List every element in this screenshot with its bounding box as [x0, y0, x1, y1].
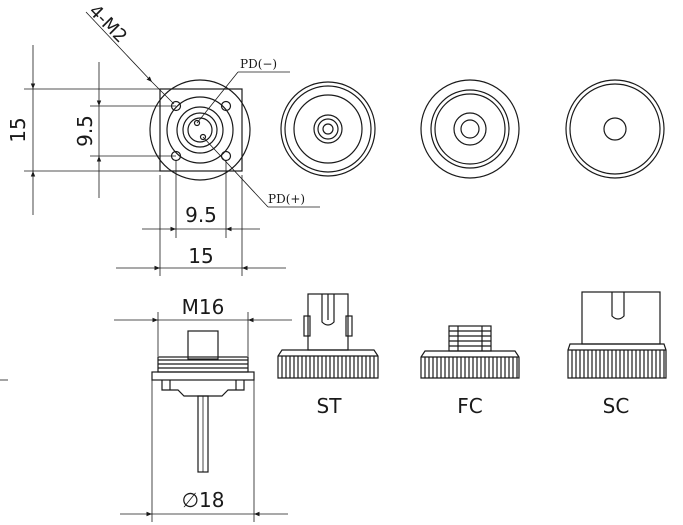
pd-positive-label: PD(+)	[268, 192, 305, 206]
diameter-label: ∅18	[182, 488, 225, 512]
thread-dimension	[114, 312, 292, 356]
hole-spec-leader	[85, 11, 175, 105]
st-face-view	[280, 81, 376, 177]
fc-face-view	[420, 79, 520, 179]
hole-spec-label: 4-M2	[84, 1, 131, 48]
st-label: ST	[317, 394, 343, 418]
fc-connector	[420, 325, 520, 379]
pd-positive-leader	[202, 136, 320, 208]
height-inner-dimension	[90, 62, 176, 198]
fc-label: FC	[457, 394, 482, 418]
width-inner-dimension	[142, 160, 260, 238]
pd-negative-label: PD(−)	[240, 57, 277, 71]
diameter-dimension	[120, 380, 288, 522]
pd-negative-leader	[196, 71, 290, 124]
sc-label: SC	[603, 394, 630, 418]
sc-face-view	[565, 79, 665, 179]
height-outer-label: 15	[6, 117, 30, 142]
st-connector	[277, 293, 379, 379]
width-outer-label: 15	[188, 244, 213, 268]
height-inner-label: 9.5	[73, 115, 97, 147]
width-outer-dimension	[116, 175, 286, 276]
width-inner-label: 9.5	[185, 203, 217, 227]
side-view	[151, 330, 255, 473]
sc-connector	[567, 291, 667, 379]
thread-label: M16	[182, 295, 225, 319]
height-outer-dimension	[24, 45, 160, 215]
